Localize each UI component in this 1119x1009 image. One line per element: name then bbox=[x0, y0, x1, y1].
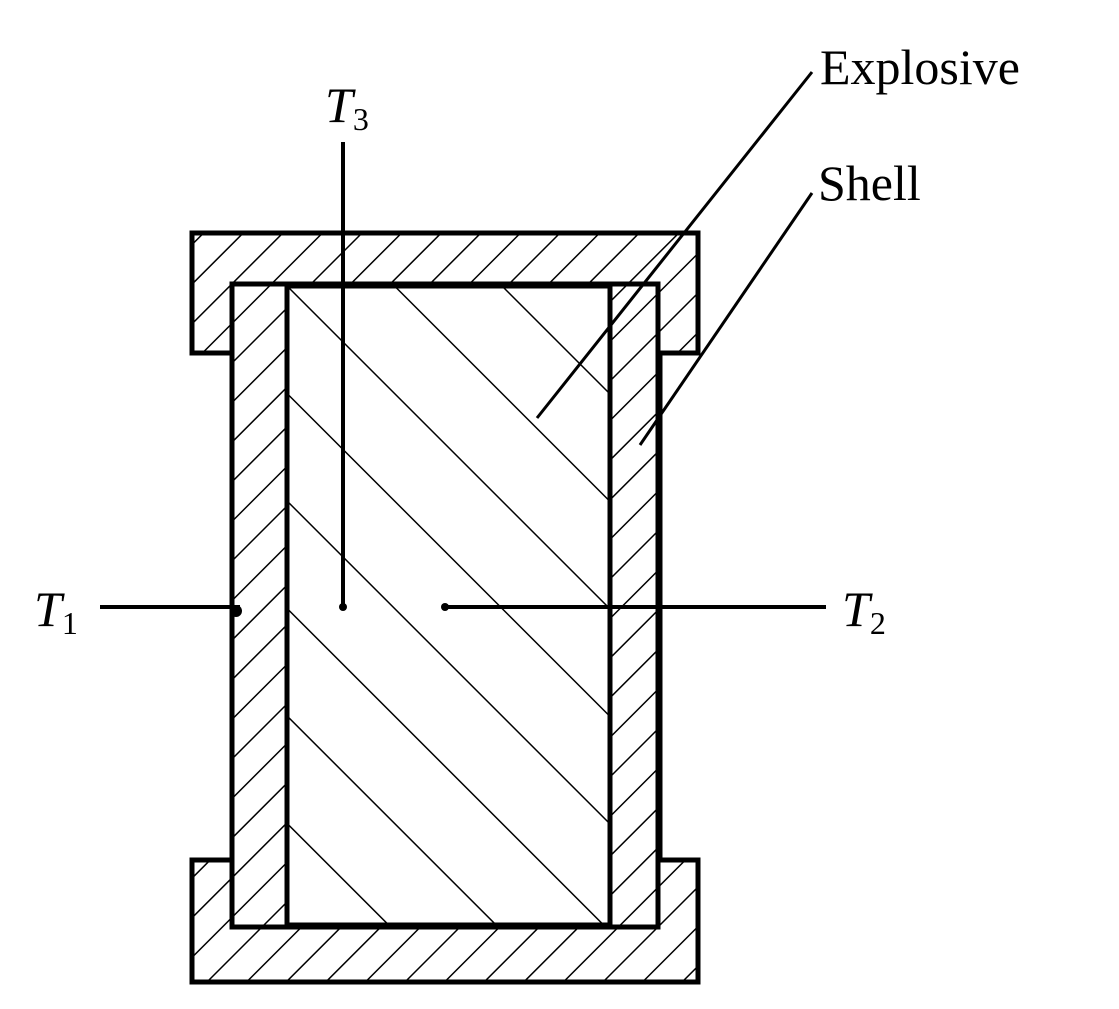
shell-leader bbox=[638, 192, 814, 446]
t1-label: T1 bbox=[34, 581, 78, 641]
t1-label-main: T bbox=[34, 581, 65, 637]
t3-label-sub: 3 bbox=[353, 101, 369, 137]
t2-label: T2 bbox=[842, 581, 886, 641]
t3-label: T3 bbox=[325, 77, 369, 137]
t3-label-main: T bbox=[325, 77, 356, 133]
t1-label-sub: 1 bbox=[62, 605, 78, 641]
t3-lead bbox=[339, 142, 347, 611]
t1-lead bbox=[100, 605, 242, 617]
t2-label-main: T bbox=[842, 581, 873, 637]
t2-lead bbox=[441, 603, 826, 611]
explosive-label: Explosive bbox=[820, 39, 1020, 95]
shell-label: Shell bbox=[818, 155, 921, 211]
t2-label-sub: 2 bbox=[870, 605, 886, 641]
leaders bbox=[535, 71, 814, 446]
explosive-leader bbox=[535, 71, 814, 419]
